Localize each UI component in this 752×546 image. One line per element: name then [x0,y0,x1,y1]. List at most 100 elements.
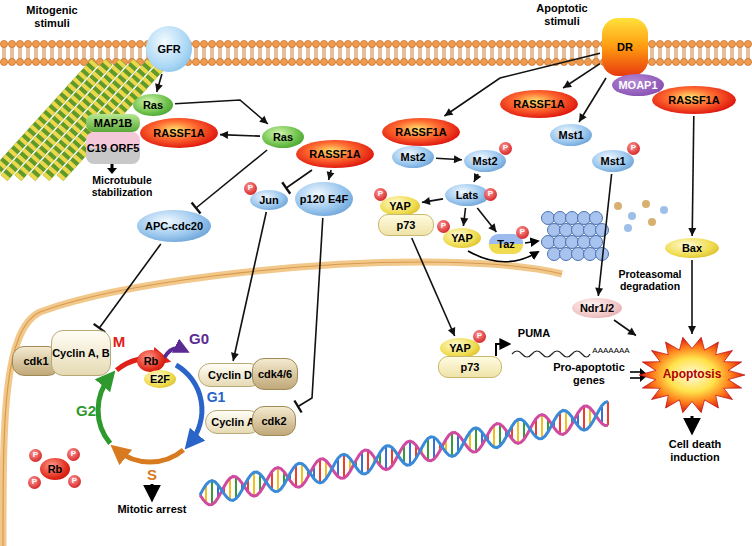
node-text: cdk2 [261,415,286,427]
node-text: Mst2 [472,155,497,167]
dna-rung [475,428,477,452]
connector-line [614,320,636,336]
protein-node: cdk2 [252,406,296,436]
peptide-dot [648,218,656,226]
protein-node: cdk4/6 [252,358,298,390]
protein-node: YAPP [443,228,481,248]
dna-rung [541,415,543,439]
dna-rung [427,439,429,461]
connector [294,218,322,413]
protein-node: MAP1B [86,114,140,132]
connector [220,131,260,139]
node-text: Ndr1/2 [580,302,614,314]
dna-rung [433,437,435,459]
node-text: Ras [273,131,293,143]
dna-rung [583,406,585,430]
connector-line [99,244,161,328]
arrow-head [155,83,163,92]
phospho-circle: P [516,226,529,239]
dna-rung [211,481,213,505]
node-text: Jun [259,194,279,206]
node-text: P [520,228,525,237]
generated-art [200,200,668,505]
text-label: Apoptotic stimuli [526,2,598,27]
dna-rung [451,433,453,457]
misc-arrows [107,164,692,499]
connector-line [477,208,496,232]
connector [688,116,696,236]
protein-node: Mst1 [550,124,592,146]
protein-node: YAPP [380,196,420,216]
protein-node: RASSF1A [652,86,736,114]
proteasome-subunit [560,224,573,237]
g-part [0,62,165,178]
dna-rung [499,424,501,446]
connector [422,197,443,205]
dna-rung [319,459,321,483]
connector [155,74,163,92]
dna-strand [200,402,608,501]
proteasome-subunit [590,212,603,225]
path-part [496,344,509,356]
node-text: cdk1 [23,355,48,367]
text-label: G2 [74,402,98,419]
node-text: DR [617,41,633,53]
arrow-head [595,288,603,296]
phospho-circle: P [29,449,42,462]
path-part [512,351,590,357]
peptide-dot [614,202,622,210]
dna-rung [493,425,495,447]
peptide-dot [642,200,650,208]
protein-node: RbPPPP [40,458,70,480]
node-text: MOAP1 [618,79,657,91]
connector-line [691,260,693,334]
protein-node: RASSF1A [500,90,578,118]
phospho-circle: P [67,448,80,461]
phospho-circle: P [244,182,257,195]
node-text: cdk4/6 [258,368,292,380]
line-part [691,416,694,432]
text-label: Microtubule stabilization [72,174,172,198]
dna-rung [343,454,345,478]
text-label: AAAAAAA [588,346,634,355]
text-label: Mitogenic stimuli [16,4,88,29]
proteasome-subunit [554,236,567,249]
protein-node: Rb [137,350,165,372]
dna-rung [235,477,237,499]
arrow-head [444,108,453,116]
connector-line [298,218,323,407]
node-text: P [477,332,482,341]
node-text: Mst1 [600,155,625,167]
protein-node: Mst2 [392,146,434,168]
proteasome-subunit [566,236,579,249]
arrow-head [220,131,228,139]
node-text: P [248,184,253,193]
protein-node: TazP [489,234,523,254]
connector-line [598,174,611,296]
dna-rung [277,468,279,492]
node-text: Mst2 [400,151,425,163]
proteasome-subunit [548,224,561,237]
node-text: Rb [144,355,159,367]
node-text: Cyclin A [211,416,255,428]
arrow-head [448,327,455,336]
path-part [117,450,184,462]
text-label: Proteasomal degradation [612,268,688,292]
text-label: M [112,333,126,350]
line-part [46,62,151,178]
arrow-head [454,155,462,163]
connector-line [563,64,600,88]
dna-rung [409,441,411,465]
text-label: Pro-apoptotic genes [548,361,630,386]
node-text: Cyclin D [208,369,252,381]
connector [614,320,636,336]
line-part [151,484,154,499]
dna-rung [361,452,363,474]
proteasome-subunit [572,248,585,261]
polygon-part [107,168,117,174]
connector [579,78,606,122]
phospho-circle: P [28,476,41,489]
proteasome-subunit [590,236,603,249]
protein-node: Cyclin A, B [51,330,111,376]
connector [94,244,161,332]
